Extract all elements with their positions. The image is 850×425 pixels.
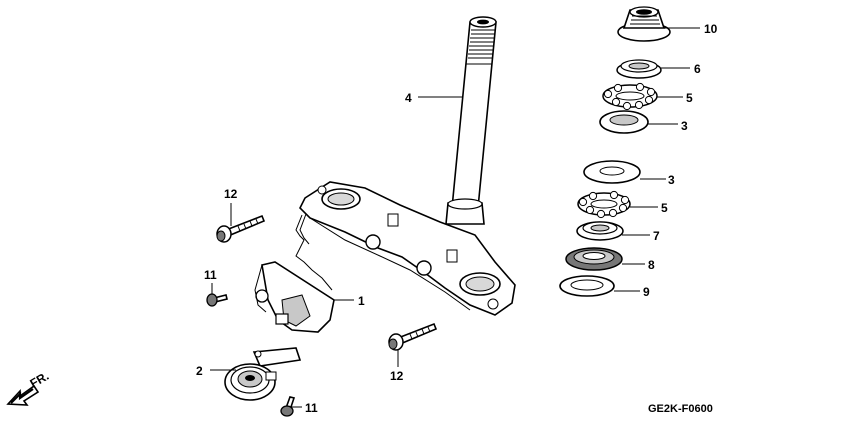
callout-3-upper: 3 [681,119,688,133]
callout-1: 1 [358,294,365,308]
callout-5-upper: 5 [686,91,693,105]
lower-bearing [577,190,631,219]
callout-11-lower: 11 [305,401,318,415]
bolt-12-upper [216,214,266,243]
front-arrow-icon [6,384,40,406]
callout-6: 6 [694,62,701,76]
lower-ball-race [583,160,641,184]
callout-11-upper: 11 [204,268,217,282]
upper-ball-race [599,110,649,134]
callout-10: 10 [704,22,718,36]
stem-nut [617,6,671,42]
callout-3-lower: 3 [668,173,675,187]
horn [224,347,302,401]
dust-seal-washer [559,275,615,297]
upper-bearing [602,82,658,111]
horn-bracket [254,213,335,333]
callout-4: 4 [405,91,412,105]
lower-bracket [299,181,516,316]
callout-7: 7 [653,229,660,243]
callout-12-upper: 12 [224,187,238,201]
callout-8: 8 [648,258,655,272]
callout-12-lower: 12 [390,369,404,383]
top-cone-race [616,59,662,79]
leader-lines [210,27,700,408]
screw-11-lower [280,396,296,417]
bolt-12-lower [388,322,438,351]
dust-seal [565,247,623,271]
bottom-cone-race [576,221,624,241]
diagram-code: GE2K-F0600 [648,403,713,415]
callout-2: 2 [196,364,203,378]
callout-9: 9 [643,285,650,299]
steering-stem [445,16,497,225]
callout-5-lower: 5 [661,201,668,215]
screw-11-upper [206,293,228,307]
